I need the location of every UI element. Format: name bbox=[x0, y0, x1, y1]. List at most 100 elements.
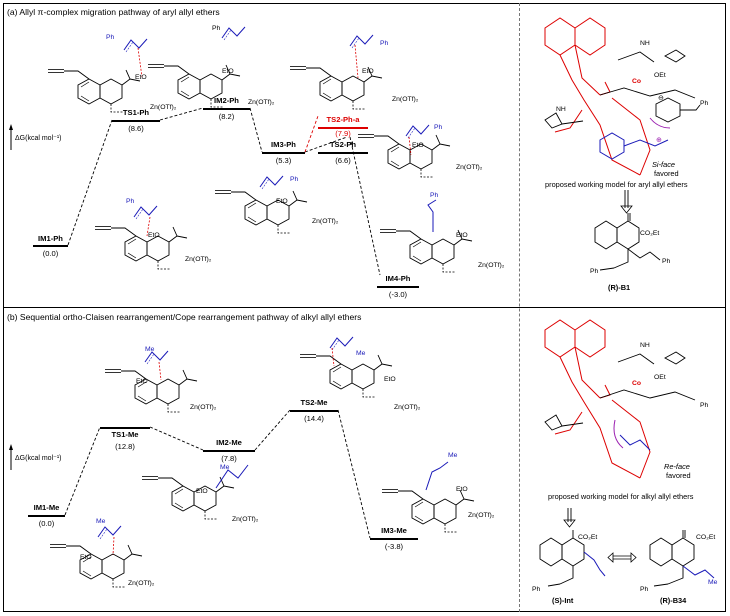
level-label: IM2-Me bbox=[216, 438, 242, 447]
chem-label-zn: Zn(OTf)₂ bbox=[232, 516, 259, 523]
chem-label-zn: Zn(OTf)₂ bbox=[392, 96, 419, 103]
level-label: IM4-Ph bbox=[385, 274, 411, 283]
chem-label-zn: Zn(OTf)₂ bbox=[312, 218, 339, 225]
product-label-b34: (R)-B34 bbox=[660, 596, 687, 605]
chem-label-ph: Ph bbox=[590, 268, 599, 275]
chem-label-eto: EtO bbox=[80, 554, 92, 561]
chem-label-ph: Ph bbox=[126, 198, 135, 205]
level-energy: (0.0) bbox=[42, 249, 59, 258]
level-energy: (12.8) bbox=[115, 442, 135, 451]
chem-label-eto: EtO bbox=[135, 74, 147, 81]
chem-label-zn: Zn(OTf)₂ bbox=[468, 512, 495, 519]
level-label: TS2-Me bbox=[300, 398, 328, 407]
chem-label-plus: ⊕ bbox=[656, 137, 662, 144]
level-energy: (6.6) bbox=[335, 156, 351, 165]
chem-label-ph: Ph bbox=[380, 40, 389, 47]
level-energy: (8.2) bbox=[218, 112, 235, 121]
face-note: favored bbox=[654, 169, 679, 178]
level-ts2-ph bbox=[318, 152, 368, 154]
level-label: IM1-Ph bbox=[38, 234, 63, 243]
level-ts1-ph bbox=[112, 120, 160, 122]
chem-label-eto: EtO bbox=[362, 68, 374, 75]
level-ts2-me bbox=[290, 410, 338, 412]
chem-label-ph: Ph bbox=[290, 176, 299, 183]
level-im3-me bbox=[370, 538, 418, 540]
level-energy: (-3.8) bbox=[384, 542, 404, 551]
chem-label-ph: Ph bbox=[700, 402, 709, 409]
level-energy: (7.8) bbox=[221, 454, 237, 463]
level-im2-ph bbox=[203, 108, 250, 110]
chem-label-eto: EtO bbox=[136, 378, 148, 385]
level-energy: (7.9) bbox=[335, 129, 351, 138]
chem-label-eto: EtO bbox=[456, 486, 468, 493]
chem-label-minus: ⊖ bbox=[658, 95, 664, 102]
level-im1-ph bbox=[33, 245, 68, 247]
product-label-b1: (R)-B1 bbox=[608, 283, 631, 292]
chem-label-eto: EtO bbox=[384, 376, 396, 383]
chem-label-ph: Ph bbox=[434, 124, 443, 131]
chem-label-oet: OEt bbox=[654, 72, 666, 79]
chem-label-ph: Ph bbox=[212, 25, 221, 32]
level-energy: (8.6) bbox=[128, 124, 144, 133]
level-im3-ph bbox=[262, 152, 305, 154]
level-label: IM3-Me bbox=[381, 526, 407, 535]
chem-label-me: Me bbox=[448, 452, 458, 459]
level-energy: (14.4) bbox=[304, 414, 324, 423]
level-ts1-me bbox=[100, 427, 150, 429]
level-im2-me bbox=[203, 450, 255, 452]
chem-label-nh: NH bbox=[640, 342, 650, 349]
chem-label-eto: EtO bbox=[412, 142, 424, 149]
chem-label-eto: EtO bbox=[196, 488, 208, 495]
level-energy: (0.0) bbox=[38, 519, 55, 528]
level-label: TS2-Ph-a bbox=[326, 115, 360, 124]
chem-label-oet: OEt bbox=[654, 374, 666, 381]
panel-b-title: (b) Sequential ortho-Claisen rearrangeme… bbox=[7, 312, 362, 322]
chem-label-ph: Ph bbox=[640, 586, 649, 593]
level-label: TS1-Me bbox=[111, 430, 139, 439]
chem-label-ph: Ph bbox=[662, 258, 671, 265]
chem-label-co2et: CO₂Et bbox=[696, 534, 716, 541]
chem-label-me: Me bbox=[96, 518, 106, 525]
chem-label-co2et: CO₂Et bbox=[578, 534, 598, 541]
chem-label-co: Co bbox=[632, 380, 642, 387]
chem-label-eto: EtO bbox=[148, 232, 160, 239]
model-caption-b: proposed working model for alkyl allyl e… bbox=[548, 492, 694, 501]
chem-label-co2et: CO₂Et bbox=[640, 230, 660, 237]
chem-label-zn: Zn(OTf)₂ bbox=[394, 404, 421, 411]
chem-label-eto: EtO bbox=[222, 68, 234, 75]
chem-label-ph: Ph bbox=[106, 34, 115, 41]
level-label: TS2-Ph bbox=[329, 140, 357, 149]
panel-divider bbox=[3, 307, 726, 308]
level-label: IM1-Me bbox=[33, 503, 60, 512]
chem-label-eto: EtO bbox=[456, 232, 468, 239]
level-im4-ph bbox=[377, 286, 419, 288]
chem-label-nh: NH bbox=[556, 106, 566, 113]
model-divider bbox=[519, 3, 520, 612]
chem-label-me: Me bbox=[356, 350, 366, 357]
chem-label-zn: Zn(OTf)₂ bbox=[190, 404, 217, 411]
level-ts2-ph-a bbox=[318, 127, 368, 129]
face-note: favored bbox=[666, 471, 691, 480]
panel-b-y-label: ΔG(kcal mol⁻¹) bbox=[15, 455, 62, 462]
chem-label-ph: Ph bbox=[430, 192, 439, 199]
chem-label-co: Co bbox=[632, 78, 642, 85]
level-energy: (5.3) bbox=[275, 156, 292, 165]
chem-label-zn: Zn(OTf)₂ bbox=[478, 262, 505, 269]
level-energy: (-3.0) bbox=[388, 290, 408, 299]
chem-label-zn: Zn(OTf)₂ bbox=[248, 99, 275, 106]
chem-label-me: Me bbox=[145, 346, 155, 353]
chem-label-me: Me bbox=[708, 579, 718, 586]
chem-label-zn: Zn(OTf)₂ bbox=[150, 104, 177, 111]
int-label: (S)-Int bbox=[552, 596, 574, 605]
panel-a-title: (a) Allyl π-complex migration pathway of… bbox=[7, 7, 220, 17]
model-caption-a: proposed working model for aryl allyl et… bbox=[545, 180, 688, 189]
chem-label-zn: Zn(OTf)₂ bbox=[128, 580, 155, 587]
face-label-si: Si-face bbox=[652, 160, 676, 169]
chem-label-zn: Zn(OTf)₂ bbox=[456, 164, 483, 171]
level-im1-me bbox=[28, 515, 65, 517]
chem-label-zn: Zn(OTf)₂ bbox=[185, 256, 212, 263]
chem-label-me: Me bbox=[220, 464, 230, 471]
level-label: IM3-Ph bbox=[271, 140, 296, 149]
chem-label-ph: Ph bbox=[532, 586, 541, 593]
